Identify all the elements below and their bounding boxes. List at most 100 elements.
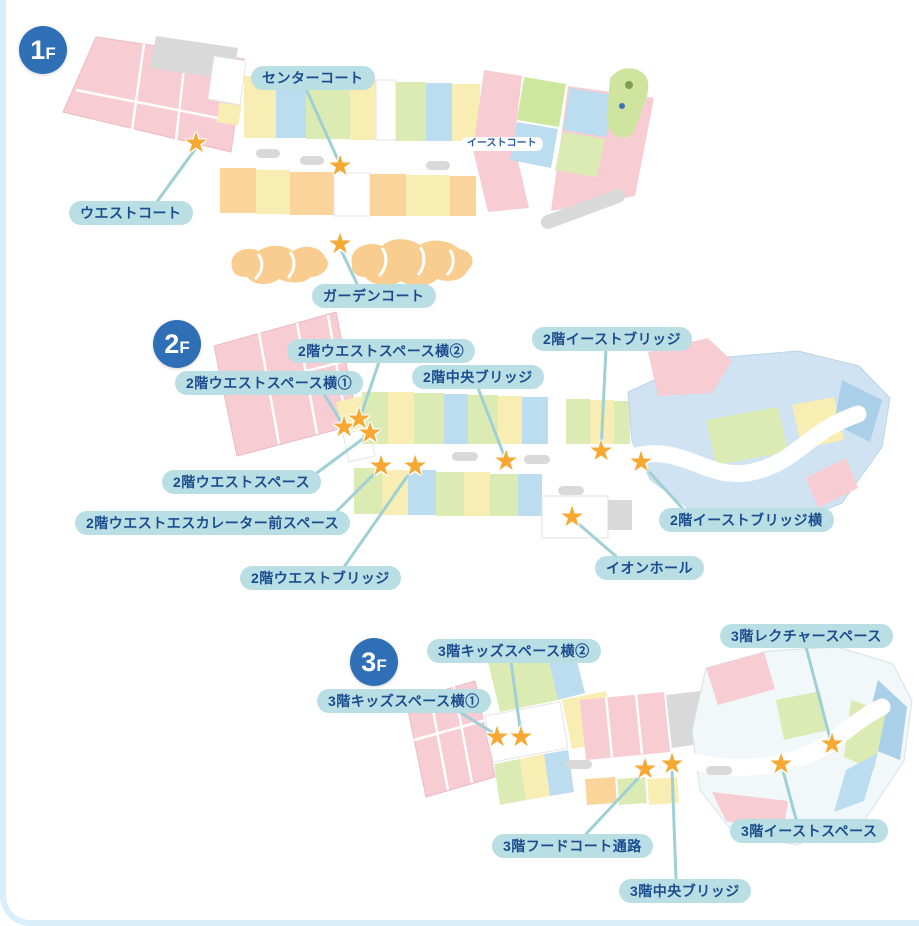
terrace-lines: [377, 246, 455, 278]
label-3f-lecture-space: 3階レクチャースペース: [720, 624, 893, 648]
line-3f-lecture-space: [804, 645, 833, 744]
line-2f-west-escalator-front: [334, 466, 382, 514]
label-2f-east-bridge-side: 2階イーストブリッジ横: [659, 508, 834, 532]
store-block: [614, 401, 630, 444]
label-1f-west-court: ウエストコート: [69, 201, 193, 225]
line-1f-west-court: [154, 146, 198, 205]
corridor-dash: [558, 486, 584, 495]
store-block: [706, 407, 788, 465]
label-1f-garden-court: ガーデンコート: [312, 284, 436, 308]
badge-suffix: F: [179, 338, 190, 357]
store-block: [406, 175, 450, 216]
line-2f-central-bridge: [476, 386, 507, 460]
star-1f-west-court: ★: [183, 127, 209, 158]
store-block: [776, 691, 828, 740]
label-2f-central-bridge: 2階中央ブリッジ: [412, 365, 544, 389]
store-block: [426, 83, 452, 141]
line-2f-west-bridge: [342, 466, 415, 569]
line-3f-east-space: [780, 765, 798, 821]
store-block: [608, 500, 632, 530]
label-2f-west-bridge: 2階ウエストブリッジ: [240, 566, 401, 590]
corridor-dash: [706, 766, 732, 775]
store-block: [256, 170, 290, 214]
store-block: [563, 88, 614, 137]
store-divider-lines: [604, 693, 644, 758]
corridor-dash: [524, 455, 550, 464]
store-block: [647, 776, 679, 806]
store-block: [648, 338, 732, 396]
label-2f-west-space: 2階ウエストスペース: [162, 470, 322, 494]
maptext-1f-east-court: イーストコート: [461, 137, 543, 151]
store-block: [452, 84, 480, 141]
store-block: [498, 396, 522, 444]
line-2f-aeon-hall: [572, 518, 620, 560]
store-block: [806, 458, 858, 508]
star-3f-food-court: ★: [632, 753, 658, 784]
store-block: [333, 172, 371, 217]
badge-number: 2: [164, 328, 180, 359]
star-3f-east-space: ★: [768, 748, 794, 779]
star-3f-central-bridge: ★: [659, 748, 685, 779]
badge-suffix: F: [45, 44, 56, 63]
star-3f-kids-side1: ★: [484, 721, 510, 752]
corridor-dash: [566, 760, 592, 769]
terrace-lines: [253, 251, 296, 281]
food-court-block: [580, 692, 670, 760]
label-3f-east-space: 3階イーストスペース: [730, 819, 889, 843]
kids-space-plaza: [484, 701, 569, 763]
store-block: [216, 102, 242, 126]
label-2f-west-space-side2: 2階ウエストスペース横②: [287, 339, 476, 363]
store-block: [290, 172, 334, 215]
floor-map-graphic: [62, 36, 913, 881]
star-2f-west-space: ★: [357, 417, 383, 448]
corridor-path: [627, 405, 867, 483]
badge-number: 3: [361, 646, 377, 677]
line-3f-central-bridge: [670, 766, 678, 881]
label-1f-center-court: センターコート: [251, 66, 375, 90]
store-block: [350, 80, 376, 140]
star-2f-east-bridge-side: ★: [628, 446, 654, 477]
star-2f-west-space-side1: ★: [331, 411, 357, 442]
star-2f-central-bridge: ★: [493, 445, 519, 476]
star-1f-garden-court: ★: [327, 228, 353, 259]
label-2f-east-bridge: 2階イーストブリッジ: [532, 327, 693, 351]
store-block: [555, 132, 605, 177]
store-block: [464, 472, 490, 516]
store-block: [336, 396, 369, 432]
line-1f-garden-court: [340, 250, 360, 288]
star-2f-aeon-hall: ★: [559, 501, 585, 532]
store-block: [518, 474, 542, 516]
label-3f-kids-space-side2: 3階キッズスペース横②: [427, 639, 601, 663]
badge-suffix: F: [376, 656, 387, 675]
walkway-strip: [541, 189, 625, 229]
badge-number: 1: [30, 34, 46, 65]
label-2f-west-space-side1: 2階ウエストスペース横①: [175, 371, 364, 395]
store-block: [566, 399, 590, 444]
store-block: [706, 652, 775, 705]
store-block: [450, 176, 476, 216]
star-2f-west-space-side2: ★: [346, 403, 372, 434]
star-2f-west-bridge: ★: [402, 450, 428, 481]
star-2f-west-escalator-front: ★: [368, 450, 394, 481]
corridor-dash: [426, 161, 450, 170]
label-3f-kids-space-side1: 3階キッズスペース横①: [317, 689, 491, 713]
store-block: [517, 77, 566, 127]
store-block: [488, 650, 558, 712]
line-3f-food-court: [584, 770, 646, 836]
line-1f-center-court: [304, 87, 340, 162]
store-block: [414, 393, 444, 444]
store-block: [494, 759, 526, 805]
garden-deco-dot: [625, 81, 633, 89]
line-3f-kids-side1: [456, 709, 497, 736]
star-3f-kids-side2: ★: [508, 721, 534, 752]
store-block: [370, 174, 406, 216]
store-block: [490, 474, 518, 516]
corridor-dash: [452, 452, 478, 461]
line-2f-east-bridge-side: [640, 462, 686, 512]
store-block: [396, 82, 426, 141]
store-block: [436, 472, 464, 516]
